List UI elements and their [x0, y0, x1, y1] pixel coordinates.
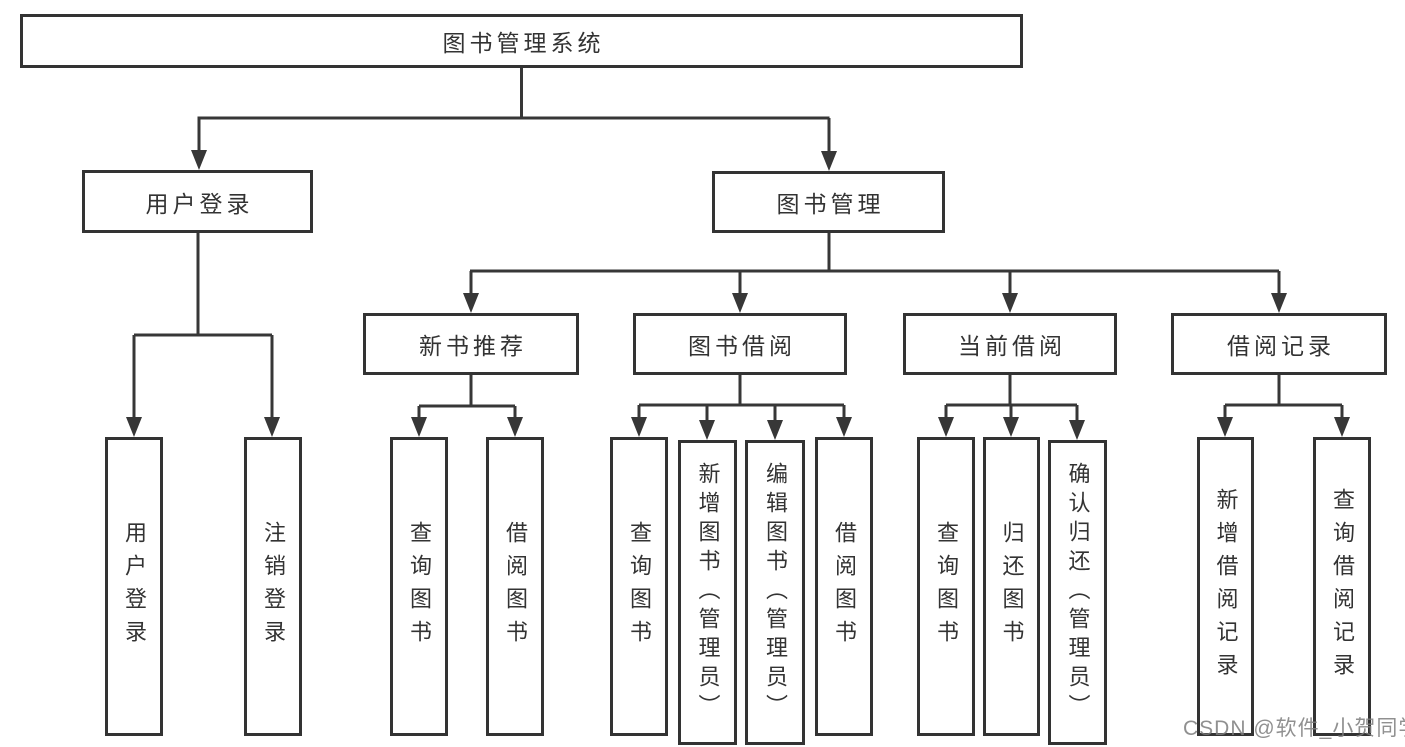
arrow-down-icon	[191, 150, 207, 170]
leaf-user-login: 用户登录	[105, 437, 163, 736]
arrow-down-icon	[732, 293, 748, 313]
arrow-down-icon	[507, 417, 523, 437]
leaf-query-books-current: 查询图书	[917, 437, 975, 736]
arrow-down-icon	[264, 417, 280, 437]
leaf-confirm-return-admin: 确认归还（管理员）	[1048, 440, 1107, 745]
arrow-down-icon	[1217, 417, 1233, 437]
csdn-watermark: CSDN @软件_小贺同学	[1183, 717, 1405, 740]
arrow-down-icon	[463, 293, 479, 313]
connector-current-borrow-split	[944, 375, 1079, 428]
connector-user-login-split	[132, 233, 274, 425]
arrow-down-icon	[1003, 417, 1019, 437]
leaf-return-books: 归还图书	[983, 437, 1040, 736]
leaf-edit-books-admin: 编辑图书（管理员）	[745, 440, 805, 745]
arrow-down-icon	[821, 151, 837, 171]
arrow-down-icon	[411, 417, 427, 437]
arrow-down-icon	[631, 417, 647, 437]
leaf-logout: 注销登录	[244, 437, 302, 736]
arrow-down-icon	[1334, 417, 1350, 437]
arrowheads	[126, 150, 1350, 440]
leaf-add-books-admin: 新增图书（管理员）	[678, 440, 737, 745]
node-borrow-records: 借阅记录	[1171, 313, 1387, 375]
arrow-down-icon	[938, 417, 954, 437]
leaf-query-books-recommend: 查询图书	[390, 437, 448, 736]
connector-lines	[132, 68, 1344, 428]
node-book-management: 图书管理	[712, 171, 945, 233]
node-root-system: 图书管理系统	[20, 14, 1023, 68]
leaf-query-borrow-record: 查询借阅记录	[1313, 437, 1371, 736]
leaf-add-borrow-record: 新增借阅记录	[1197, 437, 1254, 736]
arrow-down-icon	[1002, 293, 1018, 313]
arrow-down-icon	[126, 417, 142, 437]
arrow-down-icon	[836, 417, 852, 437]
connector-book-management-split	[469, 233, 1281, 301]
node-book-borrow: 图书借阅	[633, 313, 847, 375]
connector-new-book-split	[417, 375, 517, 425]
connector-book-borrow-split	[637, 375, 846, 428]
arrow-down-icon	[699, 420, 715, 440]
arrow-down-icon	[1069, 420, 1085, 440]
node-current-borrow: 当前借阅	[903, 313, 1117, 375]
leaf-borrow-books: 借阅图书	[815, 437, 873, 736]
connector-root-split	[197, 68, 831, 159]
leaf-borrow-books-recommend: 借阅图书	[486, 437, 544, 736]
node-new-book-recommend: 新书推荐	[363, 313, 579, 375]
leaf-query-books-borrow: 查询图书	[610, 437, 668, 736]
node-user-login: 用户登录	[82, 170, 313, 233]
connector-borrow-records-split	[1223, 375, 1344, 425]
arrow-down-icon	[767, 420, 783, 440]
arrow-down-icon	[1271, 293, 1287, 313]
